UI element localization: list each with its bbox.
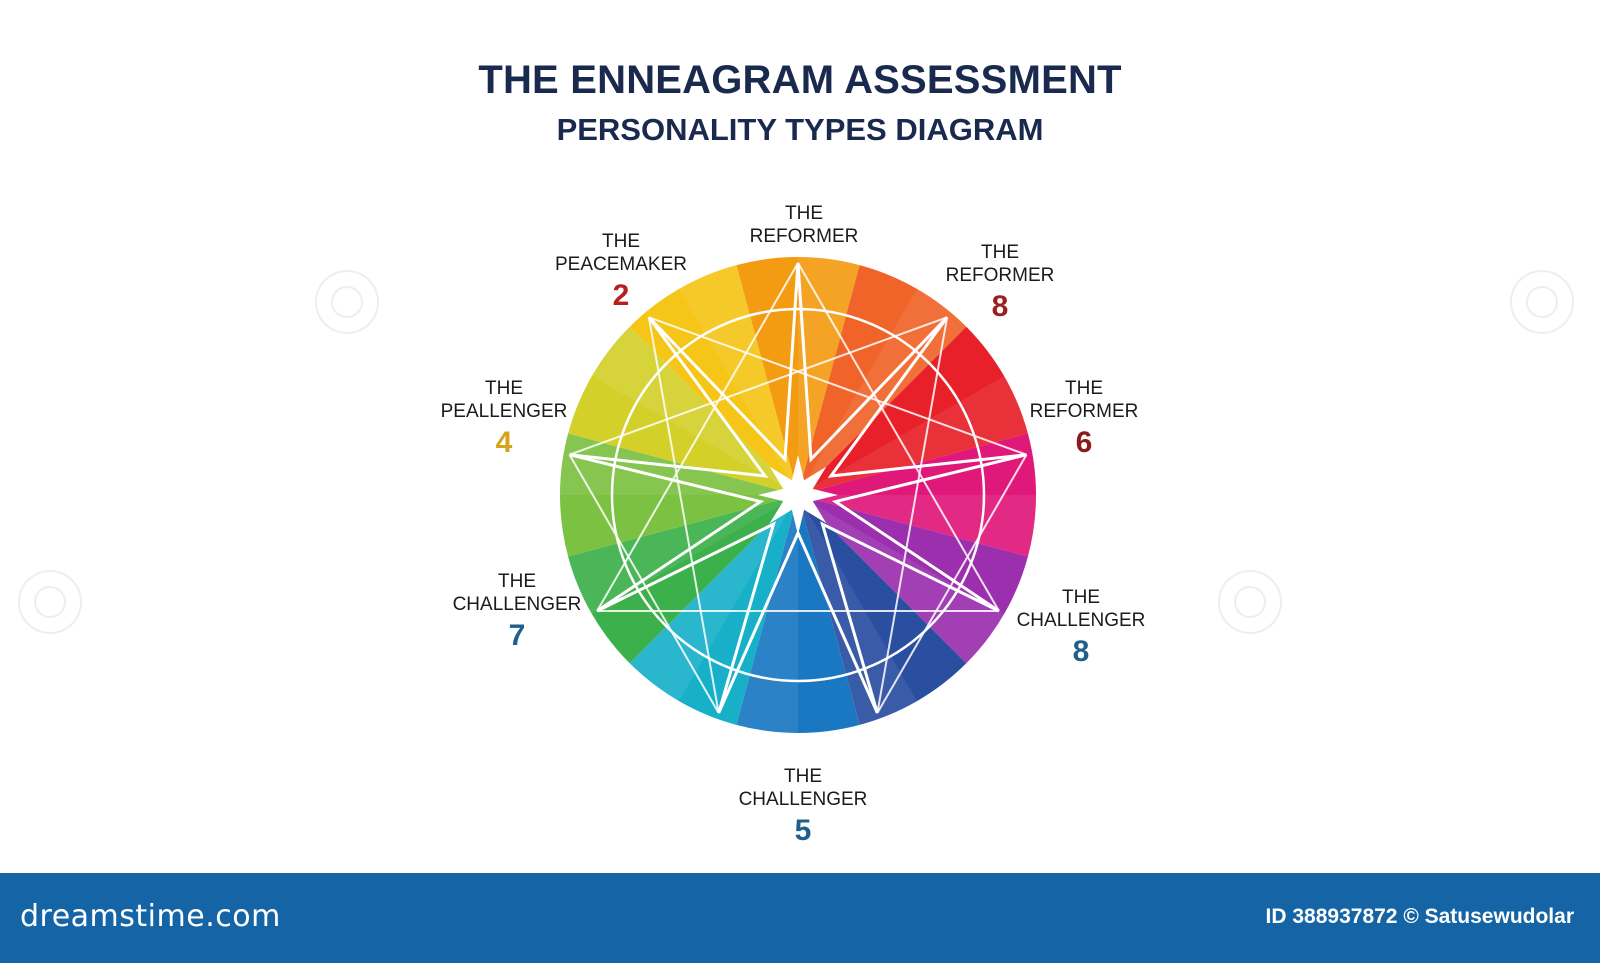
wheel-segment <box>798 433 1036 557</box>
wheel-shade <box>736 495 798 733</box>
enneagram-wheel <box>560 257 1036 733</box>
wheel-segment <box>736 495 860 733</box>
image-credit: ID 388937872 © Satusewudolar <box>1265 905 1574 928</box>
center-star <box>758 455 838 535</box>
watermark-icon <box>1510 270 1574 334</box>
star-chord <box>596 262 799 612</box>
wheel-segment <box>568 326 798 495</box>
star-chord <box>876 454 1028 714</box>
wheel-segment <box>798 265 967 495</box>
wheel-segment <box>568 495 798 664</box>
wheel-shade <box>798 376 1028 495</box>
wheel-segment <box>798 495 1028 664</box>
wheel-segment <box>798 495 967 725</box>
wheel-shade <box>560 433 798 495</box>
watermark-icon <box>18 570 82 634</box>
wheel-segment <box>629 265 798 495</box>
wheel-shade <box>798 257 860 495</box>
star-chord <box>647 317 720 714</box>
wheel-shade <box>629 495 798 702</box>
star-chord <box>569 316 948 456</box>
wheel-segment <box>798 326 1028 495</box>
footer-bar: dreamstime.com ID 388937872 © Satusewudo… <box>0 873 1600 963</box>
page-title: THE ENNEAGRAM ASSESSMENT <box>478 58 1122 102</box>
page-subtitle: PERSONALITY TYPES DIAGRAM <box>556 112 1044 147</box>
star-chord <box>876 317 949 714</box>
wheel-shade <box>679 265 798 495</box>
brand-logo[interactable]: dreamstime.com <box>20 899 281 934</box>
wheel-shade <box>798 495 917 725</box>
inner-ring <box>610 307 986 683</box>
star-chord <box>648 316 1027 456</box>
star-chord <box>568 454 720 714</box>
star-chord <box>797 262 1000 612</box>
watermark-icon <box>315 270 379 334</box>
wheel-segment <box>560 433 798 557</box>
watermark-icon <box>1218 570 1282 634</box>
wheel-segment <box>629 495 798 725</box>
